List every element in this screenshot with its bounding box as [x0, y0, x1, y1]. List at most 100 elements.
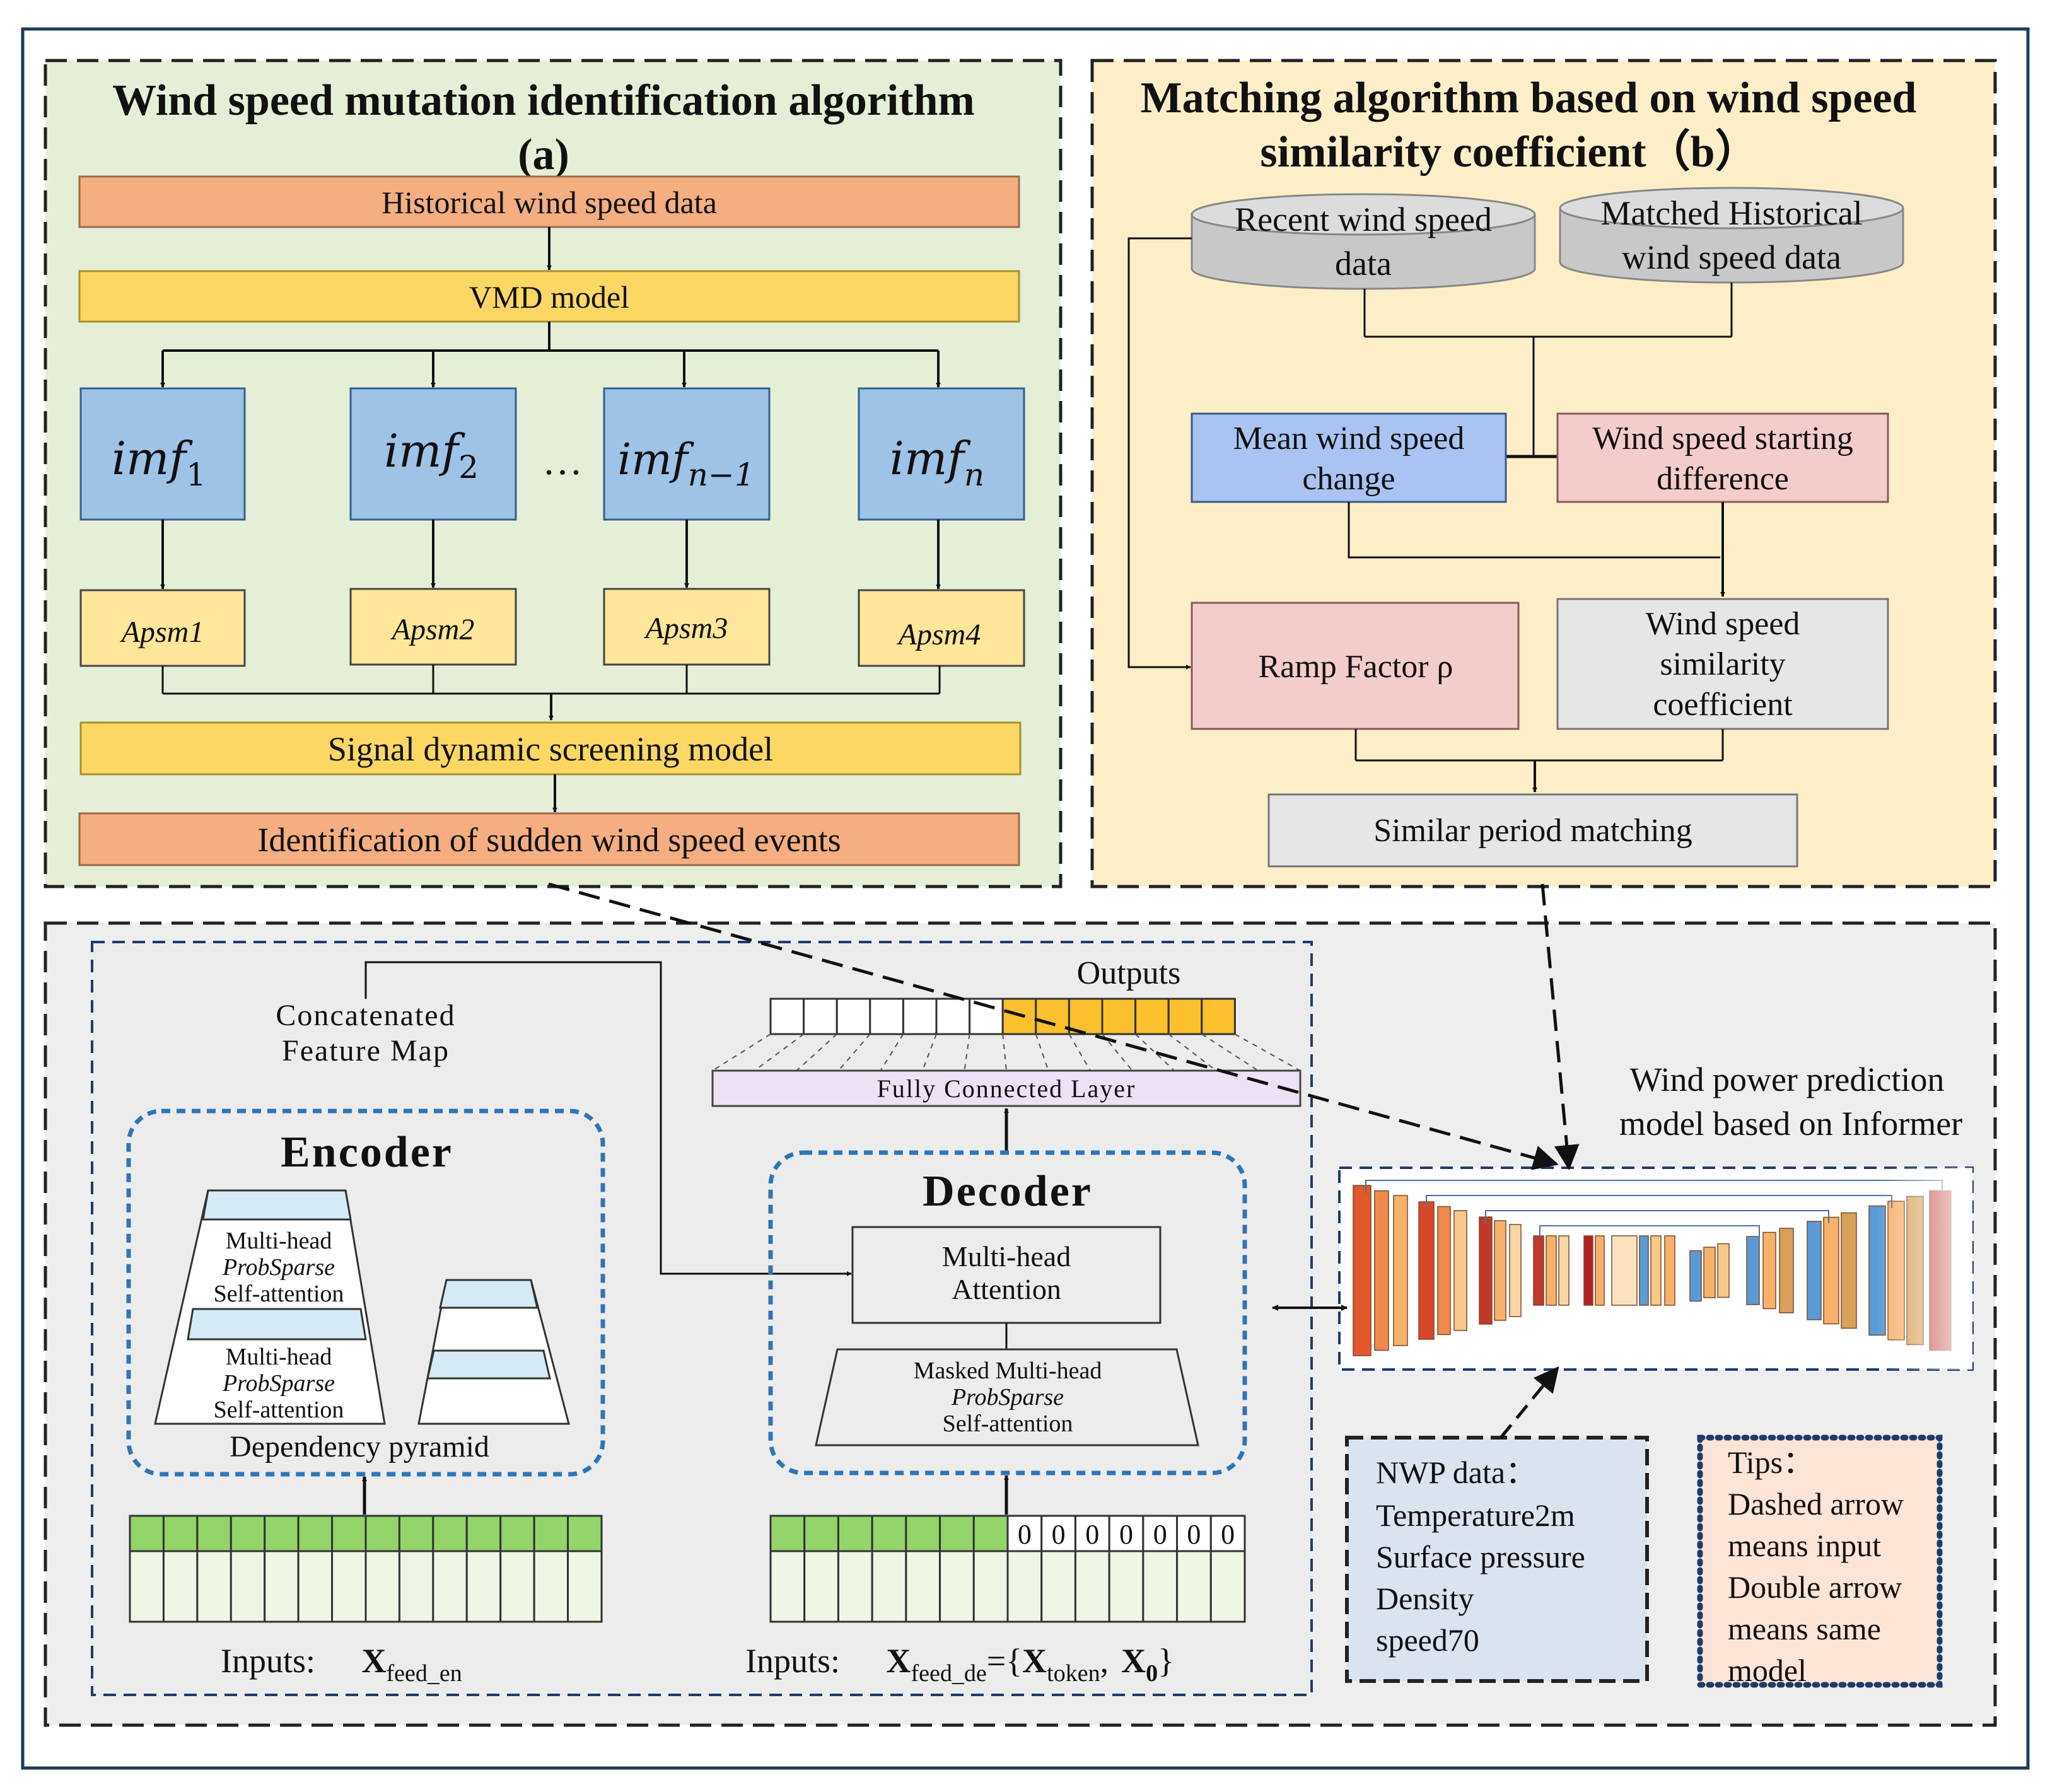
decoder-token-cell — [803, 1515, 839, 1552]
matched-data-cylinder: Matched Historical wind speed data — [1559, 187, 1904, 284]
encoder-feature-cell — [432, 1550, 468, 1623]
encoder-token-cell — [162, 1515, 199, 1552]
encoder-token-cell — [398, 1515, 434, 1552]
vmd-model-label: VMD model — [469, 279, 629, 315]
imf-box-1: imf1 — [79, 387, 246, 521]
decoder-feature-cell — [1006, 1550, 1043, 1623]
nwp-item-4: speed70 — [1376, 1622, 1479, 1658]
mean-change-label-2: change — [1302, 461, 1395, 497]
decoder-zero-cell — [1108, 1515, 1144, 1552]
masked-label-3: Self-attention — [943, 1411, 1073, 1437]
tips-box: Tips： Dashed arrow means input Double ar… — [1697, 1434, 1943, 1688]
panel-b-input-arrow — [1540, 883, 1580, 1170]
mean-change-label-1: Mean wind speed — [1233, 421, 1465, 457]
similarity-coefficient-box: Wind speed similarity coefficient — [1556, 598, 1889, 730]
tips-line-1: Dashed arrow — [1728, 1486, 1904, 1521]
identification-label: Identification of sudden wind speed even… — [257, 821, 841, 859]
output-cell — [1035, 998, 1070, 1035]
fc-connector-line — [1002, 1033, 1007, 1071]
enc-layer1-line2: ProbSparse — [222, 1254, 335, 1281]
encoder-dotted-frame — [126, 1108, 605, 1477]
tips-line-2: means input — [1728, 1528, 1881, 1563]
ramp-factor-box: Ramp Factor ρ — [1191, 602, 1520, 730]
decoder-zero-label: 0 — [1153, 1519, 1167, 1550]
period-matching-label: Similar period matching — [1373, 813, 1692, 849]
encoder-feature-cell — [533, 1550, 569, 1623]
decoder-inputs-label: Inputs: — [745, 1642, 840, 1680]
output-cells — [769, 998, 1236, 1035]
masked-attention-box: Masked Multi-head ProbSparse Self-attent… — [815, 1348, 1199, 1446]
output-cell — [803, 998, 838, 1035]
svg-text:imfn: imfn — [890, 432, 984, 493]
encoder-feature-cell — [331, 1550, 367, 1623]
fc-connector-line — [1068, 1033, 1092, 1071]
decoder-token-cell — [871, 1515, 907, 1552]
apsm-box-2: Apsm2 — [349, 588, 517, 666]
encoder-token-cell — [499, 1515, 535, 1552]
panel-b: Matching algorithm based on wind speed s… — [1090, 59, 1997, 888]
encoder-token-cell — [364, 1515, 400, 1552]
tips-line-4: means same — [1728, 1611, 1881, 1646]
panel-a-label: (a) — [518, 131, 569, 179]
masked-label-1: Masked Multi-head — [914, 1358, 1102, 1384]
decoder-feature-cell — [1108, 1550, 1144, 1623]
model-description-2: model based on Informer — [1619, 1105, 1962, 1143]
starting-difference-box: Wind speed starting difference — [1556, 412, 1889, 503]
encoder-x-subscript: feed_en — [387, 1660, 462, 1687]
svg-text:imfn−1: imfn−1 — [617, 435, 754, 493]
concat-to-attention-arrow — [364, 961, 852, 1276]
enc-layer2-line2: ProbSparse — [222, 1370, 335, 1397]
nwp-item-3: Density — [1376, 1581, 1474, 1616]
fc-connector-line — [921, 1033, 937, 1071]
encoder-stack: Multi-head ProbSparse Self-attention Mul… — [154, 1189, 386, 1425]
svg-text:imf2: imf2 — [384, 424, 479, 486]
nwp-title: NWP data： — [1376, 1455, 1537, 1490]
decoder-token-cell — [972, 1515, 1009, 1552]
encoder-feature-cell — [567, 1550, 603, 1623]
matched-data-label-2: wind speed data — [1622, 238, 1841, 276]
zero-x-symbol: X — [1121, 1642, 1146, 1680]
decoder-feature-cell — [939, 1550, 975, 1623]
enc-layer1-line3: Self-attention — [214, 1281, 344, 1307]
decoder-comma: , — [1100, 1642, 1109, 1680]
encoder-feature-cell — [264, 1550, 300, 1623]
output-cell — [869, 998, 904, 1035]
nwp-data-box: NWP data： Temperature2m Surface pressure… — [1345, 1436, 1649, 1683]
decoder-zero-cell — [1209, 1515, 1246, 1552]
imf1-base: imf — [112, 432, 193, 485]
fc-connector-line — [1134, 1033, 1175, 1071]
imf-ellipsis: … — [542, 438, 583, 483]
encoder-token-cell — [432, 1515, 468, 1552]
encoder-token-cell — [331, 1515, 367, 1552]
decoder-feature-cell — [1176, 1550, 1212, 1623]
fc-connector-line — [1102, 1033, 1133, 1071]
starting-difference-label-1: Wind speed starting — [1592, 421, 1853, 457]
recent-to-ramp-arrow — [1127, 237, 1192, 670]
decoder-zero-cell — [1142, 1515, 1179, 1552]
encoder-feature-cell — [162, 1550, 199, 1623]
mha-label-1: Multi-head — [942, 1240, 1071, 1272]
fc-connector-line — [837, 1033, 871, 1071]
encoder-token-cell — [129, 1515, 165, 1552]
decoder-feature-cell — [837, 1550, 873, 1623]
fully-connected-layer: Fully Connected Layer — [711, 1069, 1302, 1107]
encoder-feature-cell — [499, 1550, 535, 1623]
nwp-input-arrow — [1500, 1366, 1559, 1439]
screening-model-label: Signal dynamic screening model — [328, 730, 773, 768]
vmd-model-box: VMD model — [78, 270, 1020, 323]
imf4-base: imf — [890, 432, 971, 485]
imf-box-3: imfn−1 — [603, 387, 771, 521]
concat-label-1: Concatenated — [276, 999, 455, 1032]
mha-label-2: Attention — [952, 1273, 1061, 1305]
fc-connector-lines — [712, 1033, 1301, 1071]
decoder-equals: ={ — [987, 1642, 1022, 1680]
outputs-label: Outputs — [1077, 955, 1181, 991]
decoder-feature-cell — [1074, 1550, 1110, 1623]
decoder-zero-label: 0 — [1085, 1519, 1099, 1550]
encoder-token-cell — [264, 1515, 300, 1552]
encoder-token-cell — [465, 1515, 502, 1552]
apsm-box-1: Apsm1 — [79, 589, 246, 667]
decoder-feature-cell — [1142, 1550, 1179, 1623]
output-cell — [1201, 998, 1236, 1035]
